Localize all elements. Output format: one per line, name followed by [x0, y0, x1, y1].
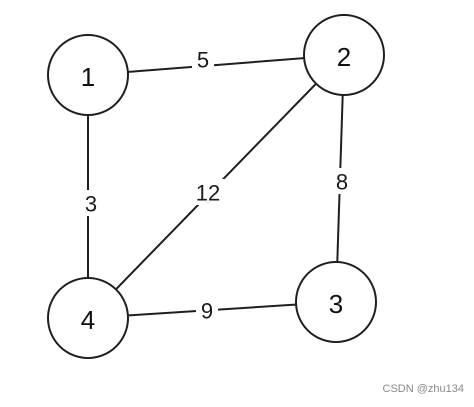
node-label: 4	[81, 305, 95, 335]
edge-label-background	[191, 179, 225, 205]
node-circle	[303, 14, 385, 96]
node-3: 3	[295, 261, 377, 343]
node-circle	[47, 277, 129, 359]
node-circle	[47, 34, 129, 116]
node-label: 2	[337, 42, 351, 72]
node-circle	[295, 261, 377, 343]
node-label: 3	[329, 289, 343, 319]
csdn-watermark: CSDN @zhu134	[382, 383, 464, 395]
edge-weight-label: 8	[336, 170, 348, 195]
edge-weight-label: 3	[85, 192, 97, 217]
edge-weight-label: 5	[197, 48, 209, 73]
node-label: 1	[81, 62, 95, 92]
node-1: 1	[47, 34, 129, 116]
edge-label-background	[331, 168, 353, 194]
edge-weight-label: 9	[201, 299, 213, 324]
edge-weight-label: 12	[196, 181, 220, 206]
edge-1-2	[87, 54, 345, 76]
edge-label-background	[80, 190, 102, 216]
edge-label-background	[196, 297, 218, 323]
node-4: 4	[47, 277, 129, 359]
edge-label-background	[192, 46, 214, 72]
node-2: 2	[303, 14, 385, 96]
